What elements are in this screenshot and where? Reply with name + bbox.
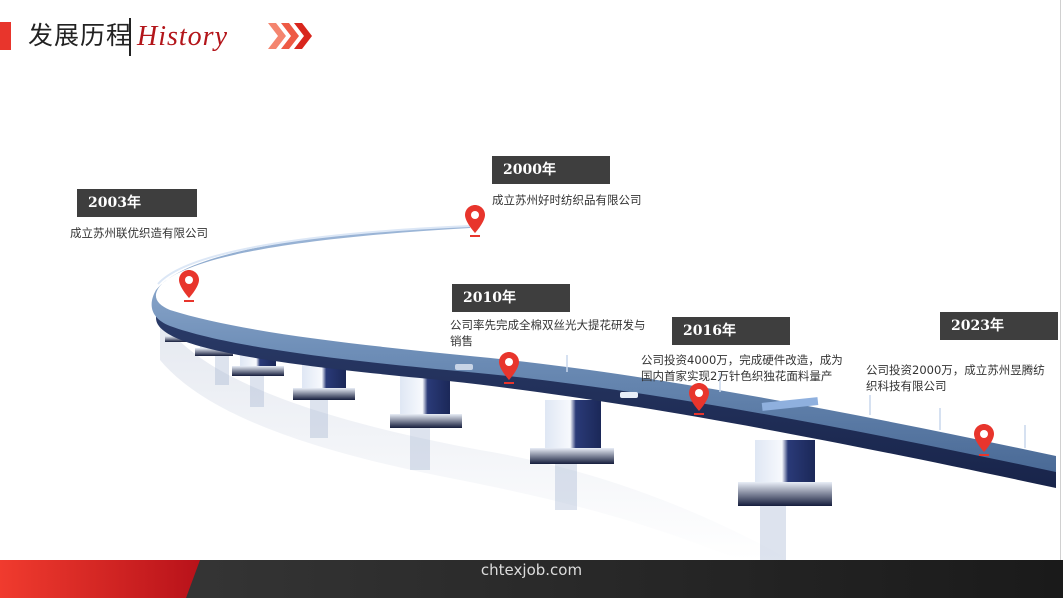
footer-band	[0, 560, 1063, 598]
map-pin-icon	[689, 383, 709, 415]
map-pin-icon	[465, 205, 485, 237]
footer-watermark: chtexjob.com	[480, 561, 583, 579]
timeline-year-2023: 2023年	[940, 312, 1058, 340]
timeline-year-2000: 2000年	[492, 156, 610, 184]
map-pin-icon	[499, 352, 519, 384]
map-pin-icon	[974, 424, 994, 456]
timeline-desc-2016: 公司投资4000万，完成硬件改造，成为国内首家实现2万针色织独花面料量产	[641, 353, 843, 383]
timeline-desc-2003: 成立苏州联优织造有限公司	[70, 226, 208, 240]
title-divider	[129, 18, 131, 56]
timeline-year-2003: 2003年	[77, 189, 197, 217]
timeline-desc-2023: 公司投资2000万，成立苏州昱腾纺织科技有限公司	[866, 363, 1045, 393]
slide-right-border	[1060, 0, 1061, 560]
page-title: 发展历程	[28, 21, 133, 50]
triple-chevron-right-icon	[268, 23, 312, 49]
page-title-english: History	[137, 21, 228, 52]
timeline-desc-2010: 公司率先完成全棉双丝光大提花研发与销售	[450, 318, 646, 348]
timeline-desc-2000: 成立苏州好时纺织品有限公司	[492, 193, 642, 207]
title-accent-bar	[0, 22, 11, 50]
map-pin-icon	[179, 270, 199, 302]
timeline-year-2016: 2016年	[672, 317, 790, 345]
timeline-year-2010: 2010年	[452, 284, 570, 312]
